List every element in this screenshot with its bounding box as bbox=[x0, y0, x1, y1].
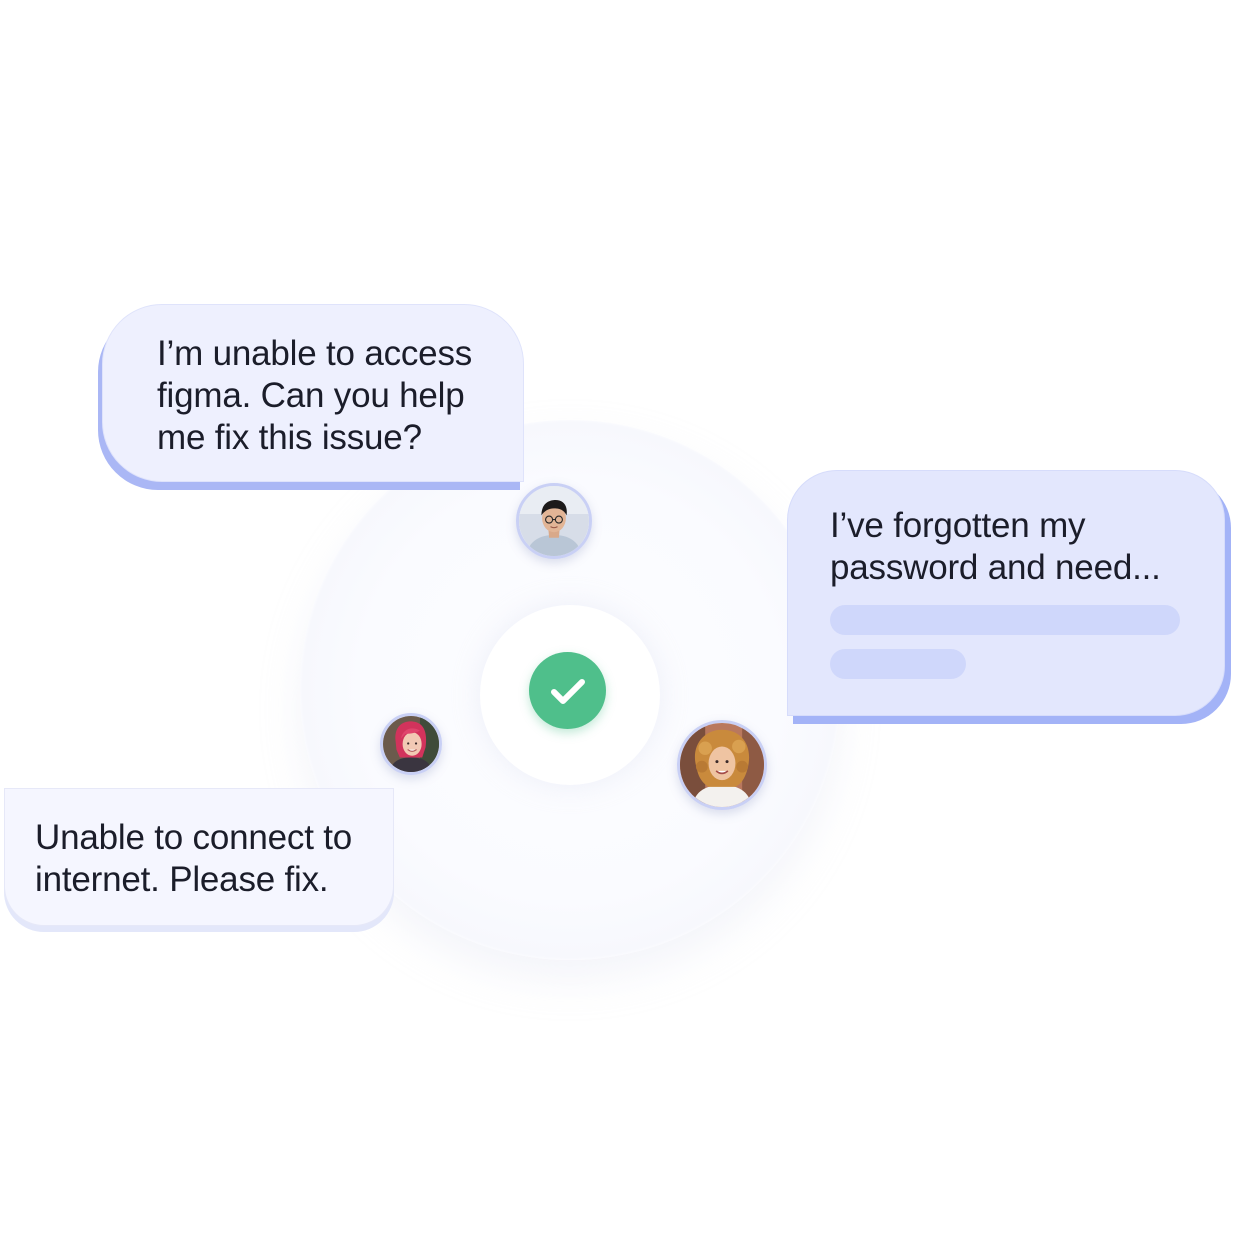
avatar-man-icon bbox=[519, 486, 589, 556]
message-text-figma: I’m unable to access figma. Can you help… bbox=[157, 334, 473, 457]
avatar-man bbox=[516, 483, 592, 559]
chat-bubble-password: I’ve forgotten my password and need... bbox=[787, 470, 1225, 716]
check-icon bbox=[551, 679, 585, 704]
success-badge bbox=[529, 652, 606, 729]
chat-bubble-internet: Unable to connect to internet. Please fi… bbox=[4, 788, 394, 926]
typing-placeholder-line-short bbox=[830, 649, 966, 679]
avatar-curly-hair-woman bbox=[677, 720, 767, 810]
avatar-pink-hair-woman bbox=[380, 713, 442, 775]
avatar-curly-hair-woman-icon bbox=[680, 723, 764, 807]
message-text-password: I’ve forgotten my password and need... bbox=[830, 506, 1161, 587]
avatar-pink-hair-woman-icon bbox=[383, 716, 439, 772]
message-text-internet: Unable to connect to internet. Please fi… bbox=[35, 818, 353, 899]
typing-placeholder-line bbox=[830, 605, 1180, 635]
chat-bubble-figma: I’m unable to access figma. Can you help… bbox=[102, 304, 524, 482]
